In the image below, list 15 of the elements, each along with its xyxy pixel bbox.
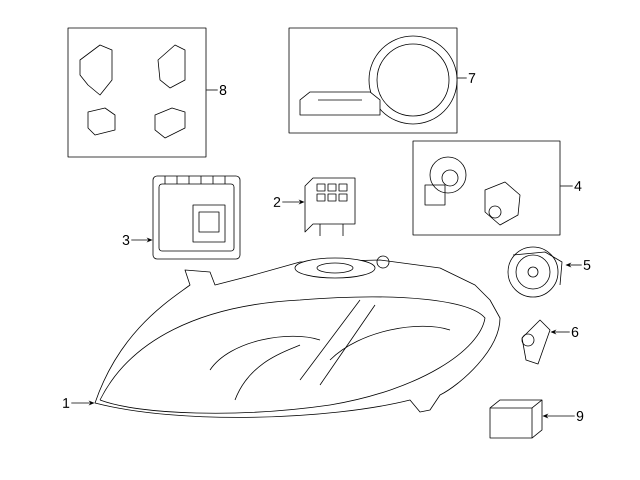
callout-number: 1	[63, 398, 70, 408]
callout-number: 2	[274, 197, 280, 207]
connector-drawing	[304, 178, 356, 236]
control-module-drawing	[152, 176, 240, 260]
callout-number: 8	[220, 85, 226, 95]
headlamp-drawing	[94, 256, 500, 418]
callout-number: 5	[584, 260, 590, 270]
callout-number: 3	[122, 235, 130, 245]
package-drawing	[490, 400, 542, 438]
callout-number: 9	[576, 411, 584, 421]
bulb-socket-drawing	[508, 246, 562, 298]
callout-number: 6	[572, 327, 578, 337]
callout-number: 4	[574, 181, 582, 191]
bulb-drawing	[522, 320, 550, 364]
callout-number: 7	[468, 73, 476, 83]
